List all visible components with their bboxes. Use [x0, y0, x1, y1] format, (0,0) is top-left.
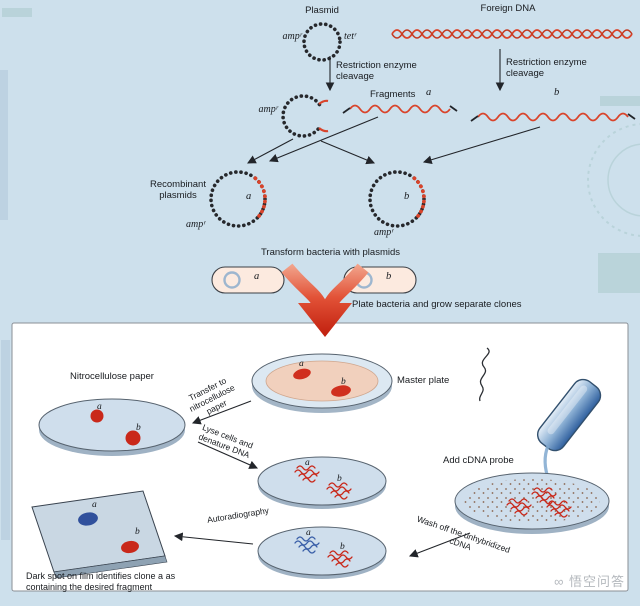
- fragments-label: Fragments: [370, 89, 416, 100]
- master-colony-a-letter: a: [299, 359, 304, 369]
- nitrocellulose-plate: [38, 398, 186, 456]
- denatured-dna-plate: [257, 456, 387, 509]
- cut-plasmid: [281, 94, 329, 138]
- nitro-spot-a-letter: a: [97, 402, 102, 412]
- autoradiography-arrow: [173, 532, 254, 545]
- master-colony-b-letter: b: [341, 377, 346, 387]
- master-plate: [251, 353, 393, 413]
- film-spot-b-letter: b: [135, 527, 140, 537]
- ligation-arrow-1: [247, 138, 294, 164]
- cut-plasmid-gene-label: ampʳ: [258, 104, 278, 115]
- film-caption: Dark spot on film identifies clone a as …: [26, 571, 176, 592]
- amp-gene-label: ampʳ: [282, 31, 302, 42]
- washed-plate: [257, 526, 387, 579]
- restriction-label-left: Restriction enzyme cleavage: [336, 60, 417, 83]
- inoculation-thread: [479, 347, 490, 402]
- blot-spot-a: [90, 409, 104, 423]
- plasmid-a-letter: a: [246, 191, 252, 202]
- blot-spot-b: [125, 430, 141, 446]
- watermark-text: 悟空问答: [568, 574, 625, 589]
- plasmid-b-letter: b: [404, 191, 410, 202]
- washed-spot-b-letter: b: [340, 542, 345, 552]
- watermark-logo-icon: ∞: [554, 574, 565, 589]
- big-red-arrow: [281, 263, 369, 337]
- ligation-arrow-3: [320, 140, 376, 165]
- wash-arrow: [408, 532, 471, 558]
- recombinant-plasmid-a: [209, 170, 267, 228]
- recombinant-plasmids-label: Recombinant plasmids: [150, 179, 206, 202]
- master-plate-label: Master plate: [397, 375, 450, 386]
- recombinant-plasmid-b: [368, 170, 426, 228]
- foreign-dna-label: Foreign DNA: [480, 3, 536, 14]
- colony-b: [331, 385, 351, 397]
- tet-gene-label: tetʳ: [344, 31, 357, 42]
- transform-label: Transform bacteria with plasmids: [260, 247, 401, 258]
- nitro-spot-b-letter: b: [136, 423, 141, 433]
- colony-a: [293, 368, 311, 380]
- hybridization-plate: [454, 472, 610, 534]
- lyse-arrow: [197, 441, 259, 469]
- washed-spot-a-letter: a: [306, 528, 311, 538]
- plasmid-circle: [302, 22, 342, 62]
- ligation-arrow-4: [422, 126, 541, 164]
- plasmid-b-gene-label: ampʳ: [374, 227, 394, 238]
- fragment-b-strand: [470, 112, 636, 122]
- denature-spot-a-letter: a: [305, 458, 310, 468]
- bleed-through-artifact: [0, 8, 640, 540]
- restriction-label-right: Restriction enzyme cleavage: [506, 57, 587, 80]
- foreign-dna-strand: [391, 29, 633, 39]
- bacterium-a: [211, 266, 285, 294]
- film-spot-a: [78, 512, 98, 526]
- plasmid-a-gene-label: ampʳ: [186, 219, 206, 230]
- plate-clones-label: Plate bacteria and grow separate clones: [352, 299, 522, 310]
- film-spot-b: [121, 540, 139, 554]
- add-probe-label: Add cDNA probe: [443, 455, 514, 466]
- bacterium-b-letter: b: [386, 271, 392, 282]
- plasmid-label: Plasmid: [305, 5, 339, 16]
- fragment-a-strand: [342, 104, 458, 114]
- autoradiograph-film: [31, 490, 168, 579]
- watermark: ∞ 悟空问答: [505, 574, 625, 589]
- ligation-arrow-2: [268, 116, 379, 163]
- denature-spot-b-letter: b: [337, 474, 342, 484]
- fragment-a-letter: a: [426, 87, 432, 98]
- film-spot-a-letter: a: [92, 500, 97, 510]
- transfer-arrow: [191, 400, 252, 425]
- fragment-b-letter: b: [554, 87, 560, 98]
- nitrocellulose-label: Nitrocellulose paper: [70, 371, 154, 382]
- bacterium-a-letter: a: [254, 271, 260, 282]
